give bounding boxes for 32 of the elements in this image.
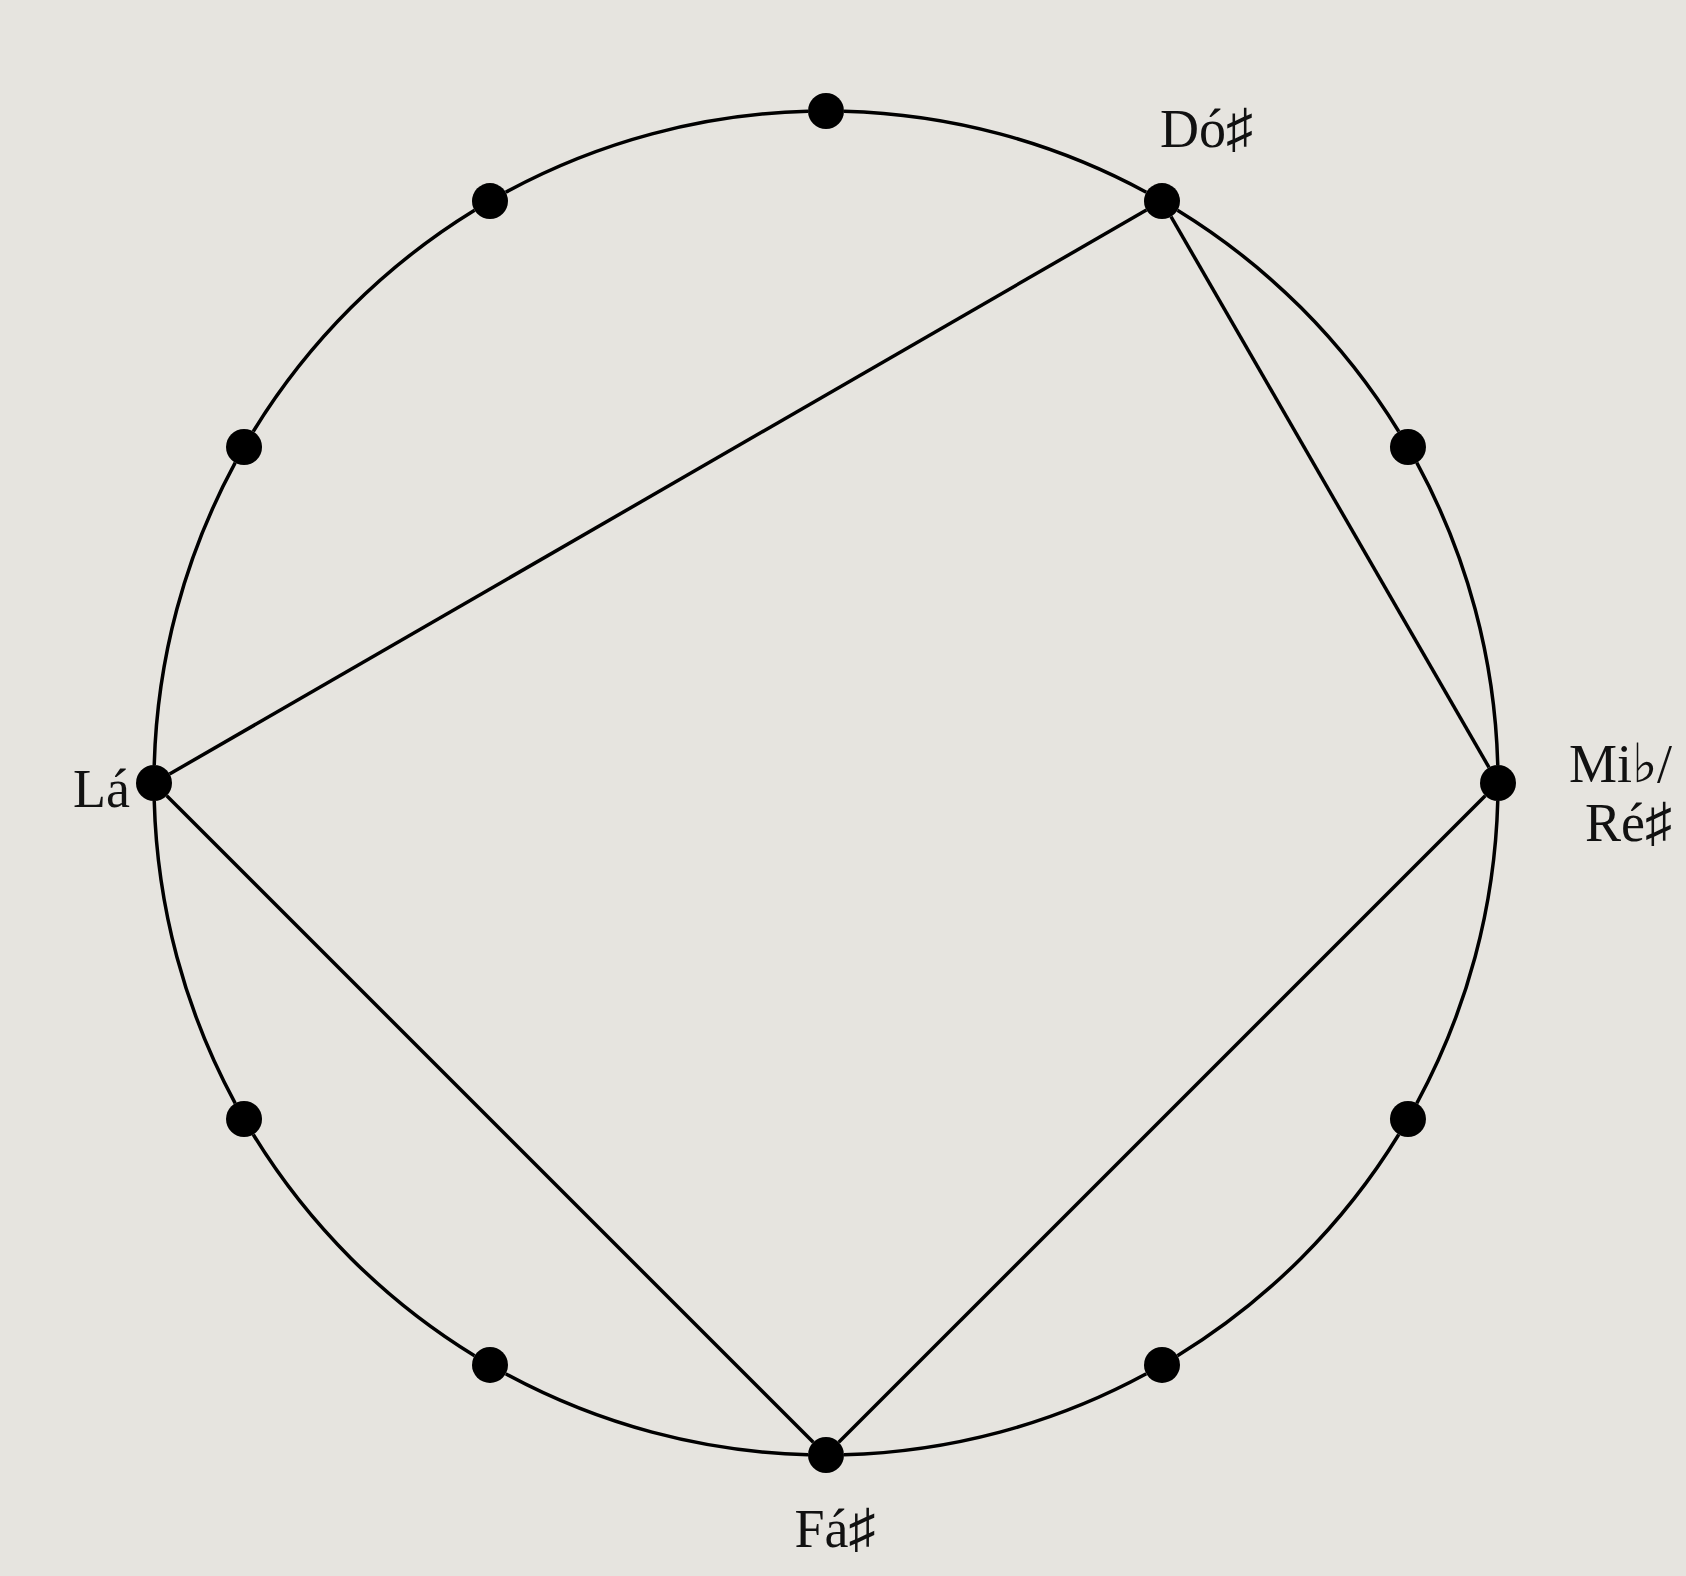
circle-arc bbox=[504, 1372, 809, 1457]
pitch-label: Fá♯ bbox=[793, 1500, 877, 1560]
pitch-dot bbox=[136, 765, 172, 801]
pitch-dot bbox=[226, 1101, 263, 1137]
pitch-dot bbox=[472, 183, 508, 220]
circle-arc bbox=[504, 109, 809, 194]
pitch-label: Dó♯ bbox=[1160, 100, 1254, 160]
circle-arc bbox=[843, 1372, 1148, 1457]
circle-arc bbox=[1415, 800, 1500, 1105]
chord-line bbox=[1169, 215, 1491, 769]
pitch-dot bbox=[226, 429, 263, 465]
pitch-label: Lá bbox=[72, 760, 130, 820]
circle-arc bbox=[1415, 461, 1500, 766]
circle-arc bbox=[152, 461, 237, 766]
circle-arc bbox=[152, 800, 237, 1105]
pitch-label: Mi♭/ Ré♯ bbox=[1567, 735, 1672, 854]
pitch-dot bbox=[808, 1437, 844, 1473]
circle-arc bbox=[1176, 1133, 1401, 1358]
circle-arc bbox=[251, 1133, 476, 1358]
pitch-dot bbox=[1389, 429, 1426, 465]
pitch-dot bbox=[808, 93, 844, 129]
pitch-dot bbox=[472, 1346, 508, 1383]
chord-line bbox=[168, 208, 1148, 776]
chord-line bbox=[837, 794, 1487, 1444]
circle-arc bbox=[1176, 208, 1401, 433]
circle-arc bbox=[843, 109, 1148, 194]
chord-line bbox=[165, 794, 815, 1444]
pitch-dot bbox=[1480, 765, 1516, 801]
pitch-dot bbox=[1144, 1346, 1180, 1383]
pitch-dot bbox=[1389, 1101, 1426, 1137]
pitch-dot bbox=[1144, 183, 1180, 220]
circle-arc bbox=[251, 208, 476, 433]
